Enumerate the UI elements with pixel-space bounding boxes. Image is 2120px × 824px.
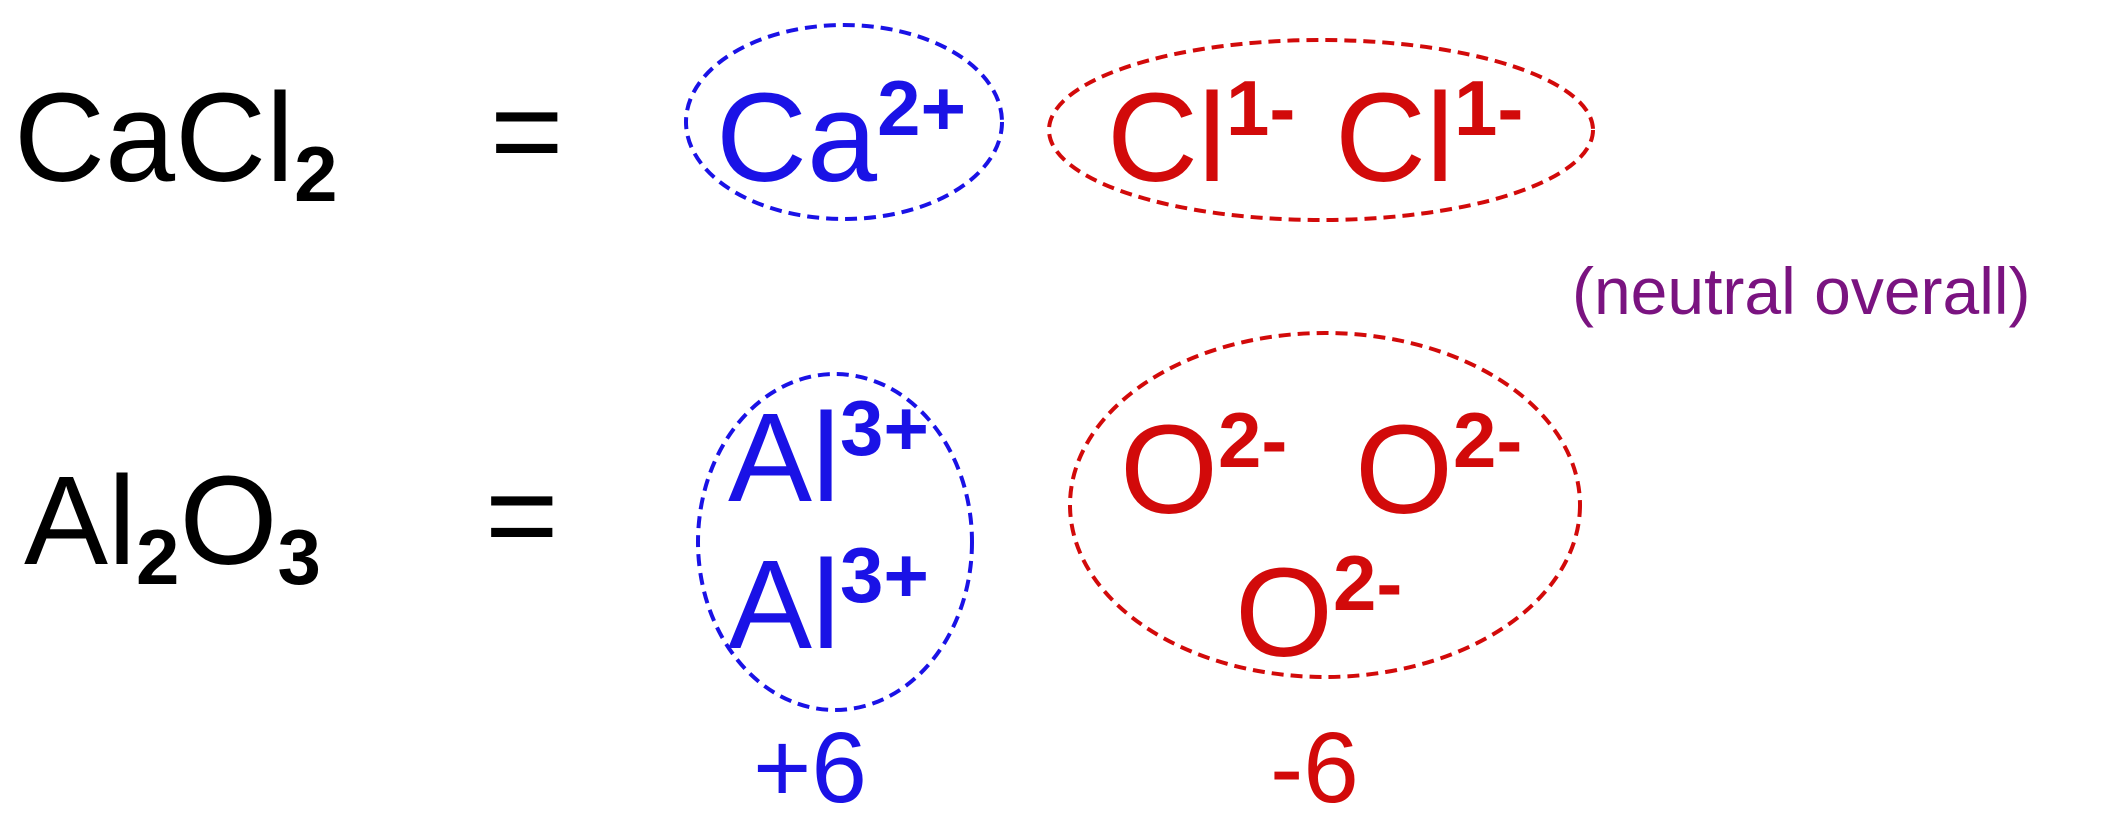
anion-cl-2: Cl1- bbox=[1335, 69, 1523, 201]
cation-al-2: Al3+ bbox=[728, 536, 929, 668]
formula-subscript: 2 bbox=[294, 130, 338, 218]
cation-group-oval-row1 bbox=[684, 23, 1004, 221]
neutral-overall-note: (neutral overall) bbox=[1572, 254, 2031, 328]
ion-symbol: Ca bbox=[716, 67, 878, 208]
anion-o-2: O2- bbox=[1355, 401, 1522, 533]
equals-sign-row2: = bbox=[485, 444, 559, 585]
anion-cl-1: Cl1- bbox=[1107, 69, 1295, 201]
formula-al2o3: Al2O3 bbox=[24, 458, 321, 597]
ion-symbol: O bbox=[1355, 399, 1454, 540]
ion-charge: 3+ bbox=[840, 531, 929, 619]
anion-group-oval-row1 bbox=[1047, 38, 1595, 222]
ion-symbol: Cl bbox=[1107, 67, 1226, 208]
ion-charge: 3+ bbox=[840, 384, 929, 472]
ion-charge: 1- bbox=[1454, 64, 1524, 152]
formula-cacl2: CaCl2 bbox=[14, 75, 337, 214]
equals-sign-row1: = bbox=[490, 60, 564, 201]
formula-base: O bbox=[179, 450, 278, 591]
ion-symbol: Cl bbox=[1335, 67, 1454, 208]
formula-base: CaCl bbox=[14, 67, 295, 208]
formula-subscript: 3 bbox=[277, 513, 321, 601]
cation-group-oval-row2 bbox=[696, 372, 974, 712]
anion-o-3: O2- bbox=[1235, 544, 1402, 676]
ion-charge: 2- bbox=[1333, 539, 1403, 627]
formula-base: Al bbox=[24, 450, 137, 591]
anion-o-1: O2- bbox=[1120, 401, 1287, 533]
ion-symbol: O bbox=[1120, 399, 1219, 540]
ion-charge: 2+ bbox=[877, 64, 967, 152]
ion-charge: 2- bbox=[1453, 396, 1523, 484]
cation-al-1: Al3+ bbox=[728, 389, 929, 521]
ion-symbol: Al bbox=[728, 387, 841, 528]
ion-symbol: O bbox=[1235, 542, 1334, 683]
cation-charge-total: +6 bbox=[753, 712, 868, 824]
ion-symbol: Al bbox=[728, 534, 841, 675]
cation-ca: Ca2+ bbox=[716, 69, 966, 201]
ion-charge: 1- bbox=[1226, 64, 1296, 152]
anion-group-oval-row2 bbox=[1068, 331, 1582, 679]
anion-charge-total: -6 bbox=[1270, 712, 1359, 824]
ion-charge: 2- bbox=[1218, 396, 1288, 484]
formula-subscript: 2 bbox=[136, 513, 180, 601]
